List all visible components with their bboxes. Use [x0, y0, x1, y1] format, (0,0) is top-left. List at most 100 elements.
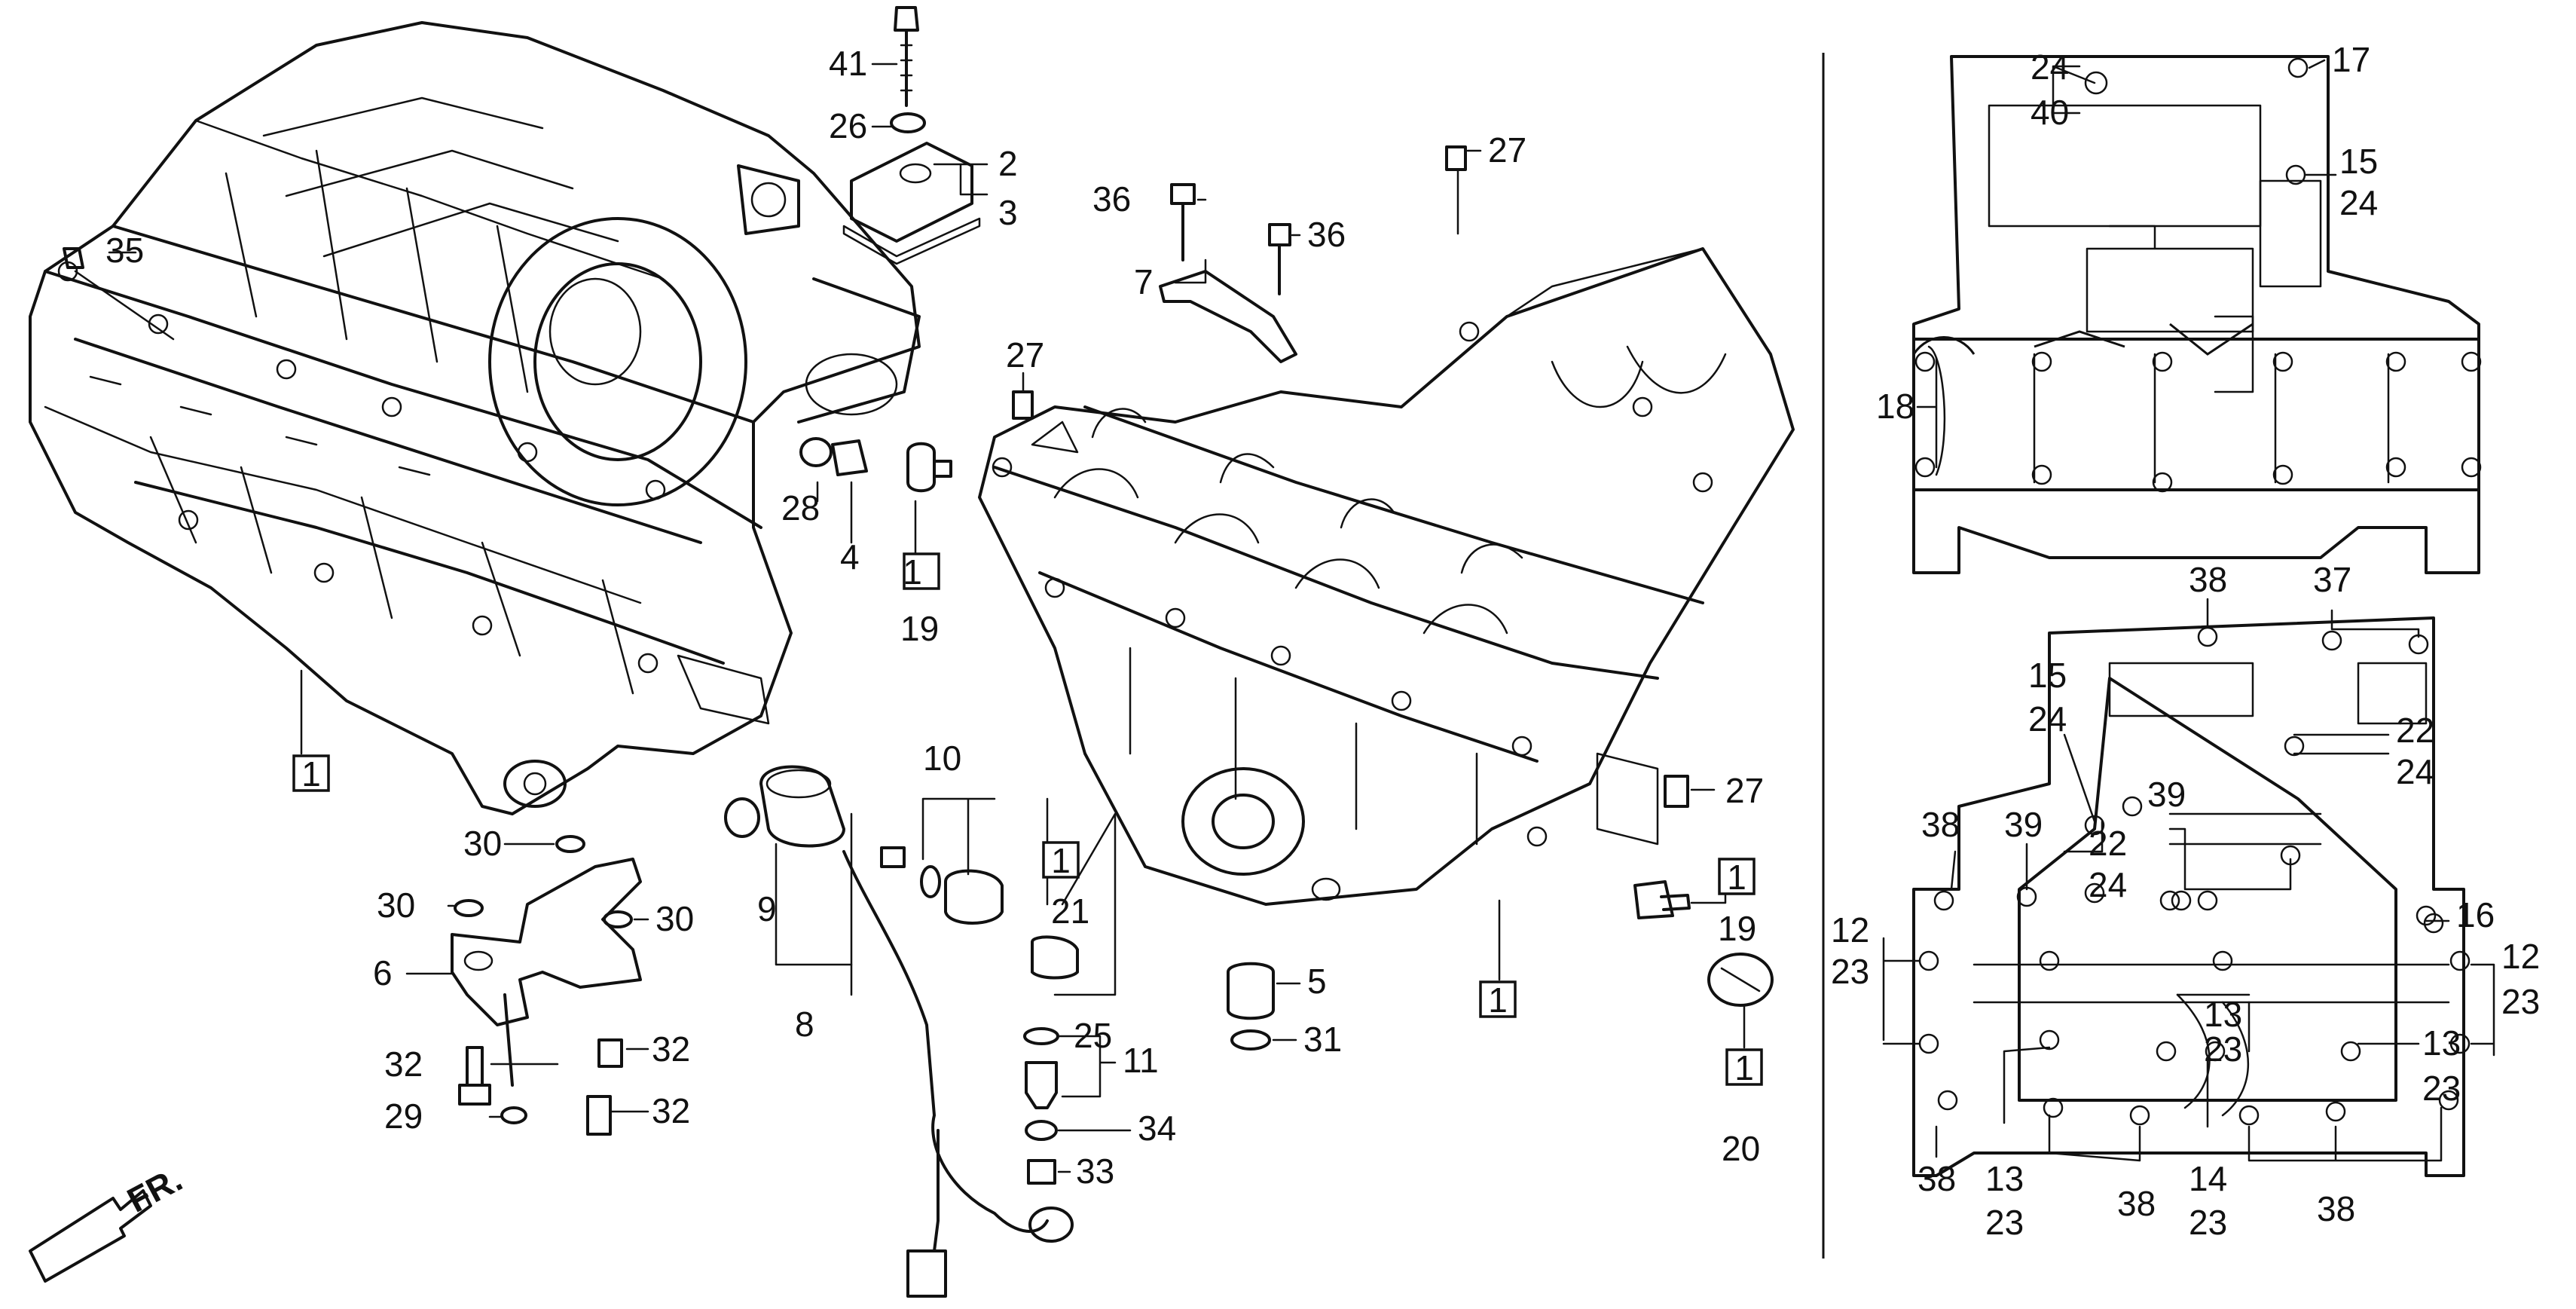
part-32-bolt-a — [466, 1046, 484, 1087]
label-27-a: 27 — [1488, 130, 1526, 170]
label-26: 26 — [829, 106, 867, 145]
label-36-b: 36 — [1307, 215, 1346, 254]
label-r37: 37 — [2313, 560, 2351, 599]
box-1-b — [292, 754, 330, 792]
label-r15-b: 15 — [2028, 656, 2067, 695]
label-32-b: 32 — [652, 1029, 690, 1069]
label-1-a: 1 — [903, 552, 922, 592]
label-6: 6 — [373, 953, 393, 992]
part-4-plug — [831, 439, 868, 476]
part-27-dowel-b — [1012, 390, 1034, 420]
part-28-ring — [799, 437, 833, 467]
label-r24-c: 24 — [2028, 699, 2067, 739]
label-27-b: 27 — [1006, 335, 1044, 375]
part-2-cover — [850, 142, 973, 243]
label-10: 10 — [923, 739, 961, 778]
part-30-washer-c — [603, 910, 633, 928]
part-30-washer-a — [555, 835, 585, 853]
part-19-plug — [906, 442, 936, 493]
part-31-ring — [1230, 1029, 1271, 1051]
part-36-bolt-a — [1170, 183, 1196, 205]
label-r24-b: 24 — [2339, 183, 2378, 222]
label-28: 28 — [781, 488, 820, 528]
part-21-sender — [1031, 935, 1079, 980]
label-21: 21 — [1051, 892, 1089, 931]
label-29: 29 — [384, 1096, 423, 1136]
label-7: 7 — [1134, 262, 1154, 301]
label-1-f: 1 — [1734, 1048, 1754, 1087]
hole-17 — [2287, 57, 2309, 78]
label-r17: 17 — [2332, 40, 2370, 79]
label-1-c: 1 — [1051, 841, 1071, 880]
label-4: 4 — [840, 537, 860, 577]
label-34: 34 — [1138, 1109, 1176, 1148]
label-9: 9 — [757, 889, 777, 928]
label-r13-b: 13 — [2422, 1023, 2461, 1063]
label-20: 20 — [1722, 1129, 1760, 1168]
part-27-dowel-c — [1664, 775, 1689, 808]
part-41-bolt — [894, 6, 919, 32]
label-r22-a: 22 — [2396, 711, 2434, 750]
box-1-f — [1725, 1048, 1763, 1086]
label-r38-b: 38 — [1921, 805, 1960, 844]
label-r16: 16 — [2456, 895, 2495, 934]
label-r24-e: 24 — [2089, 865, 2127, 904]
part-26-washer — [890, 112, 926, 133]
label-r22-b: 22 — [2089, 824, 2127, 863]
label-5: 5 — [1307, 962, 1327, 1001]
part-25-washer — [1023, 1027, 1059, 1045]
label-r18: 18 — [1876, 387, 1914, 426]
label-27-c: 27 — [1725, 771, 1764, 810]
part-27-dowel-a — [1445, 145, 1467, 171]
label-r13-c: 13 — [1985, 1159, 2024, 1198]
label-r23-d: 23 — [2422, 1069, 2461, 1108]
callout-labels: 41 26 2 3 35 28 4 1 19 1 30 30 30 6 32 3… — [105, 40, 2540, 1242]
label-r12-b: 12 — [2501, 937, 2540, 976]
label-r38-c: 38 — [1917, 1159, 1956, 1198]
label-3: 3 — [998, 193, 1018, 232]
upper-case-top-view — [1822, 53, 2482, 1259]
label-19-a: 19 — [900, 609, 939, 648]
label-r39-a: 39 — [2147, 775, 2186, 814]
label-r12-a: 12 — [1831, 910, 1869, 950]
label-19-b: 19 — [1718, 909, 1756, 948]
direction-label: FR. — [121, 1159, 188, 1220]
label-41: 41 — [829, 44, 867, 83]
label-1-d: 1 — [1727, 858, 1746, 897]
part-3-gasket — [842, 217, 981, 265]
part-32-bolt-b — [597, 1038, 623, 1068]
label-11: 11 — [1123, 1041, 1159, 1080]
front-arrow — [29, 1189, 152, 1283]
label-1-e: 1 — [1488, 980, 1508, 1020]
label-31: 31 — [1303, 1020, 1342, 1059]
label-r23-f: 23 — [2189, 1203, 2227, 1242]
label-r23-a: 23 — [1831, 952, 1869, 991]
label-35: 35 — [105, 231, 144, 270]
label-r24-a: 24 — [2031, 47, 2069, 87]
leader-lines — [108, 59, 2495, 1173]
part-10-switch — [944, 869, 1004, 925]
label-r13-a: 13 — [2204, 995, 2242, 1034]
part-6-plate — [451, 858, 642, 1026]
part-9-switch — [759, 765, 845, 848]
part-35-plug — [63, 247, 84, 269]
part-36-bolt-b — [1268, 223, 1291, 246]
label-32-a: 32 — [384, 1044, 423, 1084]
label-1-b: 1 — [301, 754, 321, 794]
label-30-b: 30 — [377, 885, 415, 925]
label-r39-b: 39 — [2004, 805, 2043, 844]
part-5-cap — [1227, 962, 1275, 1020]
part-19-plug-b — [1633, 880, 1674, 919]
connector — [906, 1249, 947, 1298]
box-1-d — [1718, 858, 1756, 895]
label-2: 2 — [998, 144, 1018, 183]
hole-24-40 — [2084, 71, 2108, 95]
part-20-drain-bolt — [1707, 953, 1774, 1007]
label-r38-e: 38 — [2317, 1189, 2355, 1228]
label-8: 8 — [795, 1005, 814, 1044]
box-1-c — [1042, 841, 1080, 879]
part-30-washer-b — [454, 899, 484, 917]
label-r23-e: 23 — [1985, 1203, 2024, 1242]
label-r38-d: 38 — [2117, 1184, 2156, 1223]
